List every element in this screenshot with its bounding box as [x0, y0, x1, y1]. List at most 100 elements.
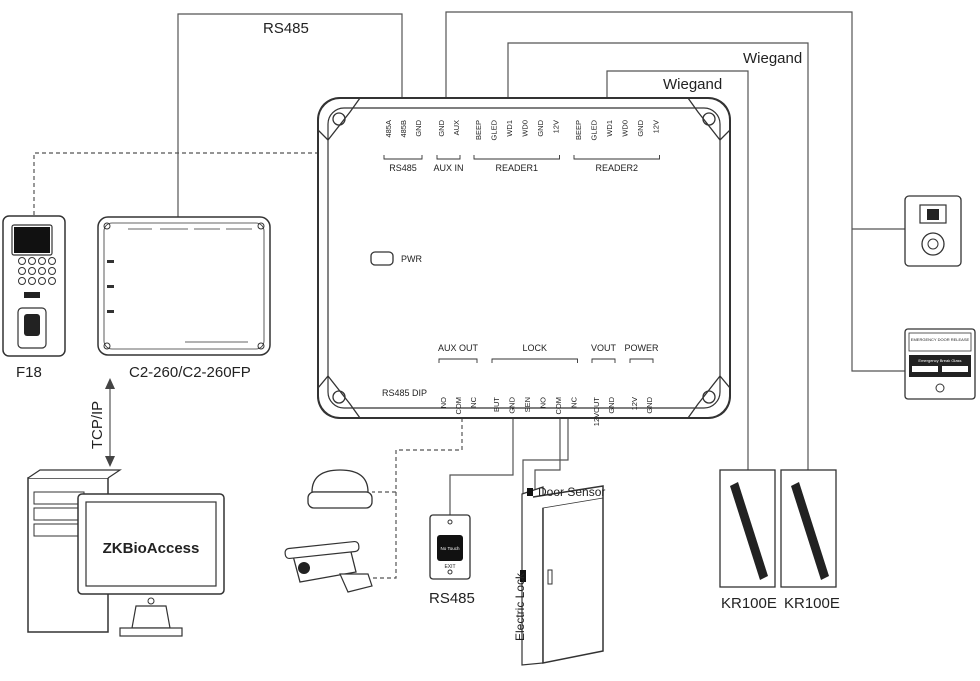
top-group-aux-in: GND AUX AUX IN [433, 119, 463, 173]
camera-dashed-wire [370, 418, 463, 579]
bottom-bracket [591, 358, 616, 363]
controller-label: C2-260/C2-260FP [129, 364, 251, 381]
exit-button: No Touch EXIT [429, 514, 471, 580]
bottom-pin-aux-out-1: COM [454, 397, 463, 415]
top-terminals: 485A 485B GND RS485 GND AUX AUX IN BEEP GLED WD1 W… [383, 119, 661, 173]
top-group-label: AUX IN [433, 163, 463, 173]
reader-b-label: KR100E [784, 595, 840, 612]
motion-sensor-icon [904, 195, 962, 267]
top-pin-reader2-1: GLED [590, 119, 599, 140]
top-pin-reader1-5: 12V [552, 120, 561, 133]
top-pin-reader2-4: GND [636, 119, 645, 136]
bottom-pin-lock-2: SEN [523, 397, 532, 412]
top-pin-reader1-0: BEEP [474, 120, 483, 140]
wiegand-label-1: Wiegand [743, 50, 802, 67]
bottom-bracket [438, 358, 478, 363]
top-pin-reader2-5: 12V [652, 120, 661, 133]
top-pin-reader2-0: BEEP [574, 120, 583, 140]
top-group-rs485: 485A 485B GND RS485 [383, 119, 423, 173]
bottom-pin-lock-5: NC [570, 396, 579, 407]
top-pin-reader1-3: WD0 [521, 120, 530, 137]
bottom-pin-power-1: GND [645, 396, 654, 413]
top-bracket [473, 155, 560, 160]
bottom-group-label: LOCK [522, 343, 547, 353]
top-bracket [383, 155, 423, 160]
top-bracket [436, 155, 461, 160]
bottom-bracket [629, 358, 654, 363]
bottom-bracket [491, 358, 578, 363]
bottom-group-aux-out: NO COM NC AUX OUT [438, 343, 479, 415]
top-group-reader1: BEEP GLED WD1 WD0 GND 12V READER1 [473, 119, 561, 173]
computer-icon [27, 469, 225, 637]
card-reader-b [780, 469, 837, 588]
bottom-group-label: POWER [624, 343, 659, 353]
wiegand-wire-2 [606, 70, 749, 470]
bottom-group-vout: 12VOUT GND VOUT [591, 343, 617, 426]
bottom-pin-vout-0: 12VOUT [592, 397, 601, 427]
bottom-pin-vout-1: GND [607, 396, 616, 413]
door-icon [520, 485, 604, 666]
sensor-wire [534, 418, 561, 490]
top-pin-reader2-2: WD1 [605, 120, 614, 137]
top-pin-reader1-2: WD1 [505, 120, 514, 137]
card-reader-a [719, 469, 776, 588]
bottom-group-lock: BUT GND SEN NO COM NC LOCK [491, 343, 579, 415]
exit-button-face [437, 535, 463, 561]
bottom-pin-power-0: 12V [630, 397, 639, 410]
exit-label: EXIT [444, 564, 455, 570]
rs485-bottom-label: RS485 [429, 590, 475, 607]
wiegand-wire-1 [507, 42, 809, 470]
top-pin-aux-in-0: GND [437, 119, 446, 136]
bottom-group-label: AUX OUT [438, 343, 479, 353]
top-pin-reader2-3: WD0 [621, 120, 630, 137]
aux-wire-outer [445, 11, 905, 372]
bottom-group-label: VOUT [591, 343, 617, 353]
bottom-pin-aux-out-0: NO [439, 397, 448, 408]
pwr-led [370, 251, 394, 266]
rs485-dip-label: RS485 DIP [382, 388, 427, 398]
bottom-pin-lock-1: GND [508, 396, 517, 413]
door-sensor-label: Door Sensor [538, 485, 605, 499]
top-pin-reader1-1: GLED [490, 119, 499, 140]
emergency-release-icon: EMERGENCY DOOR RELEASE Emergency Break G… [904, 328, 976, 400]
bottom-terminals: NO COM NC AUX OUT BUT GND SEN NO COM NC LOCK 12VOUT… [438, 343, 659, 426]
software-label: ZKBioAccess [103, 540, 200, 557]
top-pin-rs485-1: 485B [399, 120, 408, 138]
top-group-label: READER2 [595, 163, 638, 173]
exit-button-text: No Touch [441, 546, 460, 551]
top-group-label: READER1 [495, 163, 538, 173]
f18-device [2, 215, 66, 357]
top-pin-reader1-4: GND [536, 119, 545, 136]
top-pin-rs485-0: 485A [384, 120, 393, 138]
top-bracket [573, 155, 660, 160]
electric-lock-label: Electric Lock [513, 572, 527, 641]
bottom-pin-lock-3: NO [539, 397, 548, 408]
emergency-sub-label: Emergency Break Glass [918, 358, 961, 363]
top-pin-rs485-2: GND [414, 119, 423, 136]
top-group-label: RS485 [389, 163, 417, 173]
electric-lock-icon [520, 570, 526, 582]
bottom-pin-aux-out-2: NC [469, 396, 478, 407]
bottom-group-power: 12V GND POWER [624, 343, 659, 414]
rs485-wire [177, 13, 403, 217]
camera-icon [284, 540, 373, 593]
bottom-pin-lock-0: BUT [492, 397, 501, 412]
arrow-up-icon [105, 378, 115, 389]
top-group-reader2: BEEP GLED WD1 WD0 GND 12V READER2 [573, 119, 661, 173]
f18-label: F18 [16, 364, 42, 381]
wires [33, 11, 905, 580]
pwr-label: PWR [401, 254, 422, 264]
keypad-icon [18, 257, 56, 285]
siren-icon [307, 469, 373, 509]
arrow-down-icon [105, 456, 115, 467]
top-pin-aux-in-1: AUX [452, 120, 461, 135]
exit-button-wire [449, 418, 514, 515]
c2-260-controller [97, 216, 271, 356]
rs485-top-label: RS485 [263, 20, 309, 37]
emergency-label: EMERGENCY DOOR RELEASE [911, 337, 970, 342]
reader-a-label: KR100E [721, 595, 777, 612]
bottom-pin-lock-4: COM [554, 397, 563, 415]
wiegand-label-2: Wiegand [663, 76, 722, 93]
